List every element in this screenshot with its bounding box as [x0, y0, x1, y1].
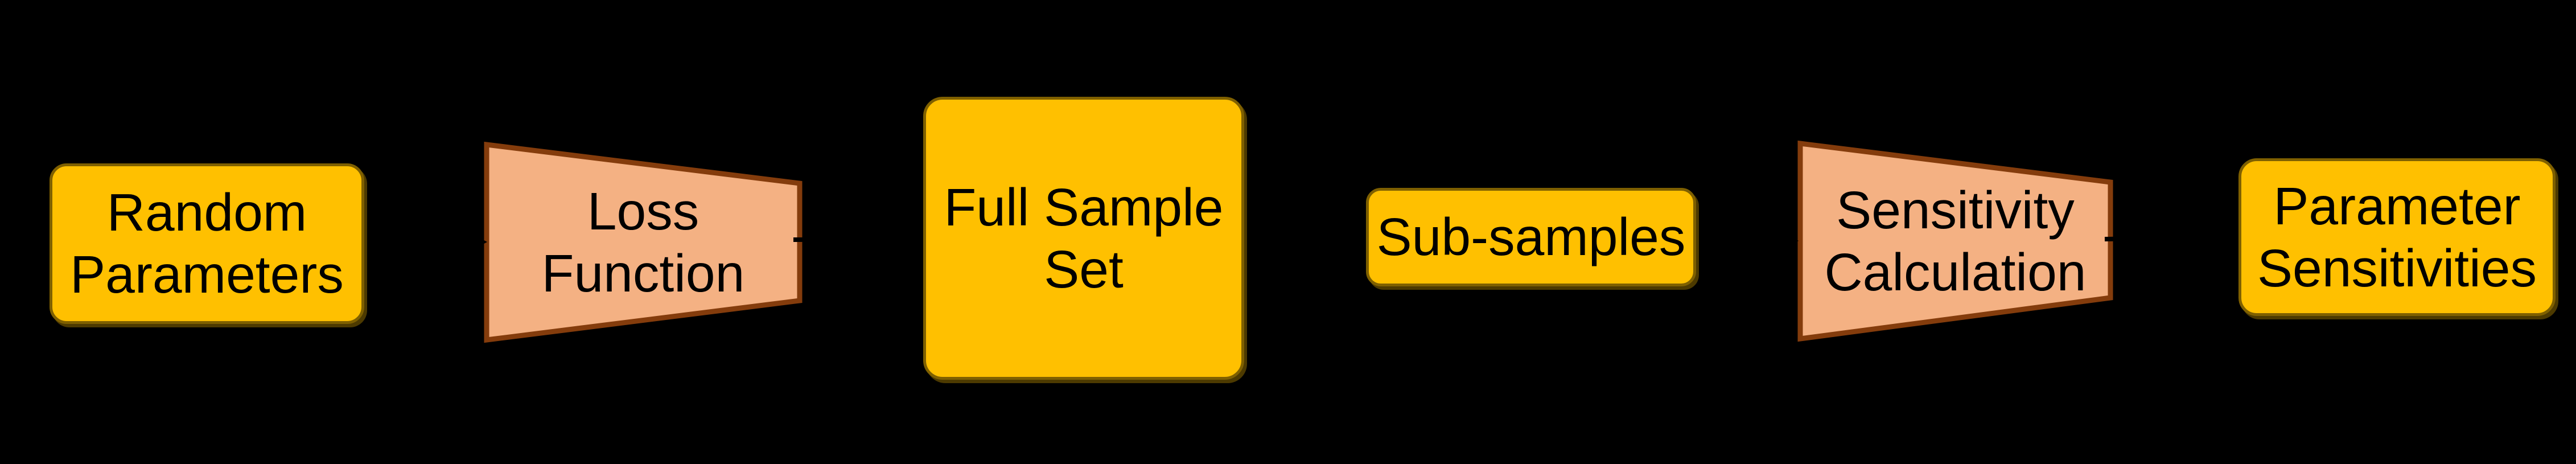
node-parameter-sensitivities: Parameter Sensitivities	[2238, 158, 2556, 316]
connector-subsamples-to-senscalc	[1690, 237, 1783, 243]
node-sensitivity-calculation: Sensitivity Calculation	[1800, 143, 2110, 339]
connector-senscalc-to-paramsens	[2104, 235, 2222, 241]
connector-loss-to-fullset	[793, 237, 908, 242]
node-loss-function-line1: Loss	[587, 181, 699, 241]
connector-subsamples-loop-to-fullset	[1083, 284, 1533, 430]
node-sub-samples: Sub-samples	[1366, 188, 1696, 286]
arrowhead-random-to-loss	[470, 233, 487, 251]
node-random-parameters-line2: Parameters	[70, 245, 344, 304]
arrowhead-loss-to-fullset	[905, 230, 922, 248]
node-sub-samples-line1: Sub-samples	[1376, 207, 1686, 267]
node-random-parameters: Random Parameters	[50, 163, 364, 324]
arrowhead-subsamples-to-senscalc	[1781, 232, 1799, 250]
sensitivity-calculation-trapezoid-shape	[1797, 140, 2113, 342]
arrowhead-fullset-to-subsamples	[1348, 229, 1365, 247]
node-full-sample-set-line2: Set	[1044, 239, 1124, 299]
node-full-sample-set-line1: Full Sample	[944, 177, 1224, 237]
node-full-sample-set: Full Sample Set	[923, 97, 1244, 380]
node-sensitivity-calculation-line2: Calculation	[1824, 242, 2087, 302]
node-parameter-sensitivities-line2: Sensitivities	[2257, 238, 2537, 298]
loss-function-trapezoid-shape	[484, 141, 803, 343]
connector-fullset-to-subsamples	[1238, 236, 1349, 242]
node-sensitivity-calculation-line1: Sensitivity	[1836, 180, 2075, 240]
node-loss-function: Loss Function	[487, 145, 800, 340]
node-parameter-sensitivities-line1: Parameter	[2273, 176, 2521, 236]
node-random-parameters-line1: Random	[106, 183, 307, 243]
connector-random-to-loss	[356, 237, 473, 244]
node-loss-function-line2: Function	[541, 243, 745, 303]
arrowhead-senscalc-to-paramsens	[2220, 228, 2237, 247]
